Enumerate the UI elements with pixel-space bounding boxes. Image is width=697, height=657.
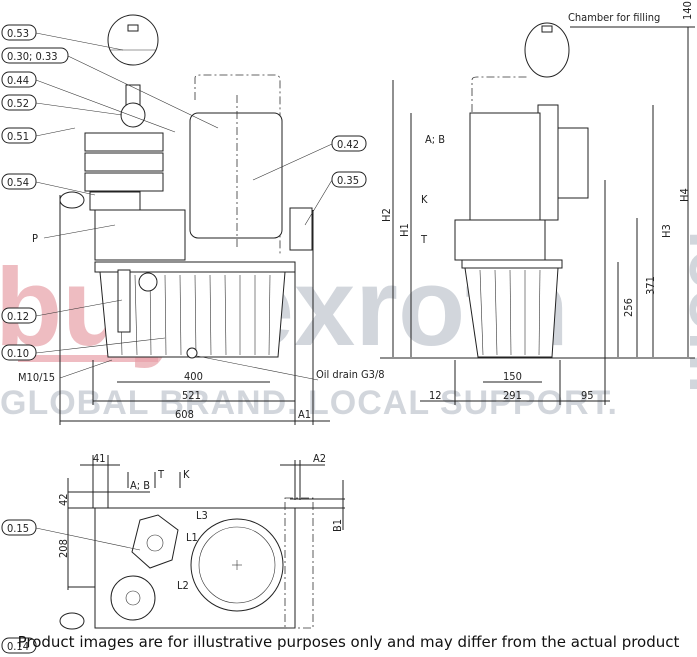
callout-010: 0.10 <box>7 347 29 360</box>
dim-41: 41 <box>93 452 106 465</box>
port-ab-label: A; B <box>425 133 445 146</box>
dim-12: 12 <box>429 389 442 402</box>
port-l2-label: L2 <box>177 579 189 592</box>
callouts: 0.53 0.30; 0.33 0.44 0.52 0.51 0.54 P 0.… <box>1 24 367 384</box>
callout-053: 0.53 <box>7 27 29 40</box>
dim-h4: H4 <box>678 188 691 202</box>
dim-42: 42 <box>57 493 70 506</box>
callout-044: 0.44 <box>7 74 29 87</box>
dim-a1: A1 <box>298 408 311 421</box>
port-k-label: K <box>421 193 428 206</box>
dim-h2: H2 <box>380 208 393 222</box>
callout-035: 0.35 <box>337 174 359 187</box>
top-port-k-label: K <box>183 468 190 481</box>
top-port-t-label: T <box>157 468 165 481</box>
dim-h3: H3 <box>660 224 673 238</box>
callout-015: 0.15 <box>7 522 29 535</box>
callout-014: 0.14 <box>7 640 29 653</box>
watermark-tagline: GLOBAL BRAND. LOCAL SUPPORT. <box>0 384 618 422</box>
callout-052: 0.52 <box>7 97 29 110</box>
dim-a2: A2 <box>313 452 326 465</box>
port-l1-label: L1 <box>186 531 198 544</box>
port-t-label: T <box>420 233 428 246</box>
dim-291: 291 <box>503 389 522 402</box>
dim-150: 150 <box>503 370 522 383</box>
top-port-ab-label: A; B <box>130 479 150 492</box>
oil-drain-label: Oil drain G3/8 <box>316 368 385 381</box>
chamber-for-filling-label: Chamber for filling <box>568 11 660 24</box>
dim-b1: B1 <box>331 519 344 532</box>
callout-042: 0.42 <box>337 138 359 151</box>
callout-m10-15: M10/15 <box>18 371 55 384</box>
dim-400: 400 <box>184 370 203 383</box>
callout-p: P <box>32 232 38 245</box>
dim-140: 140 <box>681 1 694 20</box>
callout-030-033: 0.30; 0.33 <box>7 50 58 63</box>
watermark-tld: .com <box>675 230 697 393</box>
dim-208: 208 <box>57 539 70 558</box>
front-view: 400 521 608 A1 Oil drain G3/8 0.53 0.30;… <box>1 14 385 425</box>
dim-521: 521 <box>182 389 201 402</box>
dim-608: 608 <box>175 408 194 421</box>
callout-054: 0.54 <box>7 176 29 189</box>
dim-256: 256 <box>622 298 635 317</box>
disclaimer-footer: Product images are for illustrative purp… <box>17 633 680 651</box>
top-view: 41 A2 A; B T K 42 208 B1 L3 L1 L2 0.15 0… <box>1 452 345 654</box>
side-view: Chamber for filling 140 H2 H1 H4 H3 371 … <box>380 1 695 405</box>
port-l3-label: L3 <box>196 509 208 522</box>
dim-95: 95 <box>581 389 594 402</box>
dim-h1: H1 <box>398 223 411 237</box>
dim-371: 371 <box>644 276 657 295</box>
callout-012: 0.12 <box>7 310 29 323</box>
callout-051: 0.51 <box>7 130 29 143</box>
